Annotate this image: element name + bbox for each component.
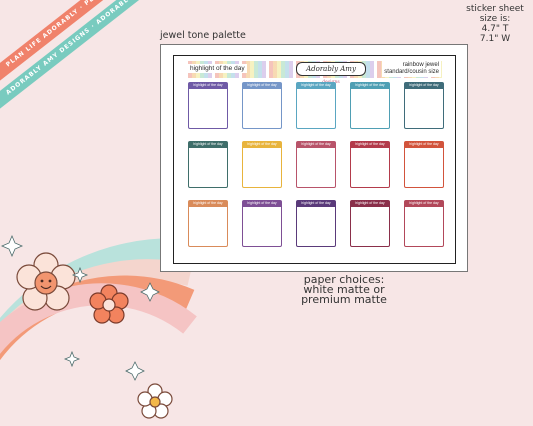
palette-name: jewel tone palette (160, 30, 246, 41)
smiley-flower-icon (16, 252, 76, 311)
rainbow-band-orange (0, 275, 195, 361)
brand-logo-text: Adorably Amy (306, 65, 356, 73)
sheet-title: highlight of the day (188, 64, 247, 73)
rainbow-band-pink (0, 283, 197, 355)
sticker-tab-label: highlight of the day (188, 82, 228, 89)
orange-flower-icon (89, 284, 129, 324)
sticker-writing-area (296, 146, 336, 188)
sticker-sheet-cut-area: highlight of the day Adorably Amy design… (173, 55, 456, 264)
sticker-tab-label: highlight of the day (296, 141, 336, 148)
sticker-writing-area (242, 87, 282, 129)
sticker-writing-area (350, 205, 390, 247)
sticker-box: highlight of the day (186, 141, 228, 188)
sticker-box: highlight of the day (348, 82, 390, 129)
white-flower-icon (137, 383, 173, 419)
sticker-writing-area (350, 87, 390, 129)
sheet-variant: rainbow jewel standard/cousin size (382, 61, 441, 77)
sheet-size-line: sticker sheet (466, 4, 524, 14)
sticker-tab-label: highlight of the day (350, 141, 390, 148)
sticker-sheet: highlight of the day Adorably Amy design… (160, 44, 468, 272)
sticker-grid: highlight of the day highlight of the day… (186, 82, 446, 247)
sticker-box: highlight of the day (240, 141, 282, 188)
sticker-writing-area (404, 146, 444, 188)
sticker-tab-label: highlight of the day (188, 200, 228, 207)
sticker-box: highlight of the day (294, 200, 336, 247)
sticker-writing-area (188, 146, 228, 188)
brand-logo: Adorably Amy designs (296, 62, 366, 85)
sticker-tab-label: highlight of the day (404, 200, 444, 207)
sticker-box: highlight of the day (186, 200, 228, 247)
paper-line: paper choices: (303, 273, 385, 286)
sheet-size-line: size is: (479, 14, 511, 24)
sticker-tab-label: highlight of the day (242, 200, 282, 207)
paper-line: white matte or (303, 283, 385, 296)
sticker-writing-area (188, 205, 228, 247)
sticker-writing-area (404, 205, 444, 247)
sheet-size-height: 4.7" T (481, 24, 509, 34)
sticker-tab-label: highlight of the day (404, 82, 444, 89)
sparkle-icon (71, 266, 89, 284)
sticker-tab-label: highlight of the day (242, 141, 282, 148)
sticker-box: highlight of the day (402, 200, 444, 247)
sticker-tab-label: highlight of the day (242, 82, 282, 89)
sticker-writing-area (188, 87, 228, 129)
sparkle-icon (0, 234, 24, 258)
sticker-box: highlight of the day (294, 141, 336, 188)
sparkle-icon (63, 350, 81, 368)
sticker-box: highlight of the day (240, 82, 282, 129)
sticker-box: highlight of the day (294, 82, 336, 129)
sticker-box: highlight of the day (348, 200, 390, 247)
sheet-size-info: sticker sheet size is: 4.7" T 7.1" W (465, 4, 525, 44)
sticker-tab-label: highlight of the day (350, 82, 390, 89)
sticker-writing-area (242, 205, 282, 247)
variant-name: rainbow jewel (402, 62, 439, 68)
sticker-tab-label: highlight of the day (350, 200, 390, 207)
rainbow-band-teal (0, 238, 191, 356)
sticker-tab-label: highlight of the day (404, 141, 444, 148)
sticker-writing-area (296, 87, 336, 129)
variant-size: standard/cousin size (384, 69, 439, 75)
paper-line: premium matte (301, 293, 387, 306)
sticker-writing-area (404, 87, 444, 129)
sticker-tab-label: highlight of the day (188, 141, 228, 148)
sticker-box: highlight of the day (348, 141, 390, 188)
sticker-writing-area (242, 146, 282, 188)
sparkle-icon (140, 282, 160, 302)
sticker-box: highlight of the day (402, 82, 444, 129)
sticker-box: highlight of the day (402, 141, 444, 188)
paper-choices: paper choices: white matte or premium ma… (284, 273, 404, 306)
sticker-writing-area (296, 205, 336, 247)
sheet-size-width: 7.1" W (479, 34, 511, 44)
sticker-tab-label: highlight of the day (296, 82, 336, 89)
sparkle-icon (125, 361, 145, 381)
sticker-writing-area (350, 146, 390, 188)
sticker-tab-label: highlight of the day (296, 200, 336, 207)
sticker-box: highlight of the day (240, 200, 282, 247)
rainbow-band-blush (0, 259, 193, 360)
sticker-box: highlight of the day (186, 82, 228, 129)
